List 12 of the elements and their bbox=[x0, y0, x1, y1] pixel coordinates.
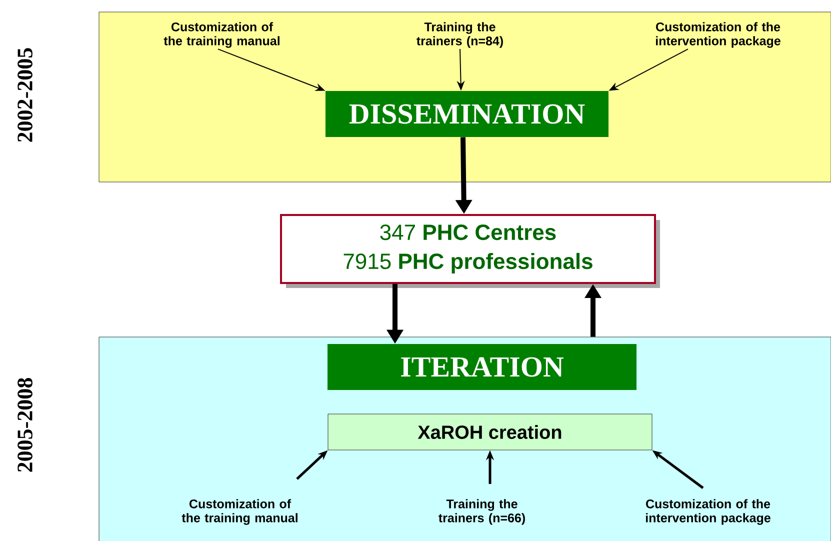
process-box: XaROH creation bbox=[328, 414, 652, 450]
step-label: Training the trainers (n=84) bbox=[416, 22, 503, 48]
year-label: 2002-2005 bbox=[18, 48, 32, 142]
step-label: Customization of the training manual bbox=[164, 22, 280, 48]
step-label: Customization of the training manual bbox=[182, 499, 298, 525]
step-label: Customization of the intervention package bbox=[656, 22, 780, 48]
phase-box: DISSEMINATION bbox=[326, 91, 608, 137]
step-label: Customization of the intervention package bbox=[646, 499, 770, 525]
phase-box: ITERATION bbox=[328, 344, 636, 390]
year-label: 2005-2008 bbox=[18, 378, 32, 472]
step-label: Training the trainers (n=66) bbox=[438, 499, 525, 525]
result-box: 347 PHC Centres 7915 PHC professionals bbox=[280, 214, 660, 288]
